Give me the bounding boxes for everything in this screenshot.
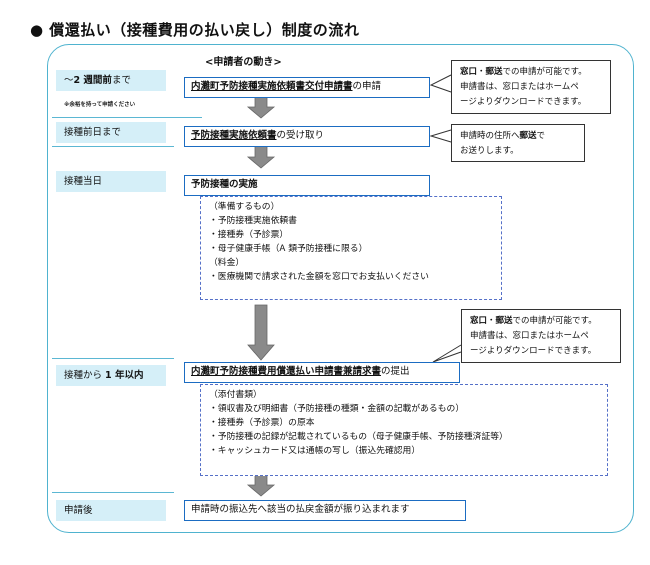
- stage-text: 〜: [64, 75, 74, 86]
- stage-note: ※余裕を持って申請ください: [64, 102, 136, 108]
- attachment-line: ・キャッシュカード又は通帳の写し（振込先確認用）: [209, 446, 421, 456]
- note-bold: 窓口: [460, 67, 478, 77]
- note-submission-methods: 窓口・郵送での申請が可能です。 申請書は、窓口またはホームペ ージよりダウンロー…: [461, 309, 621, 363]
- step-text: の申請: [352, 81, 382, 92]
- step-payment-transferred: 申請時の振込先へ該当の払戻金額が振り込まれます: [184, 500, 466, 521]
- step-text: の受け取り: [276, 130, 325, 141]
- note-bold: 窓口: [470, 316, 488, 326]
- attachments-box: （添付書類） ・領収書及び明細書（予防接種の種類・金額の記載があるもの） ・接種…: [200, 384, 608, 476]
- stage-separator: [52, 117, 202, 118]
- stage-label-after: 申請後: [56, 500, 166, 521]
- attachment-line: ・領収書及び明細書（予防接種の種類・金額の記載があるもの）: [209, 404, 465, 414]
- page-title: ● 償還払い（接種費用の払い戻し）制度の流れ: [30, 21, 360, 39]
- note-bold: 郵送: [495, 316, 513, 326]
- note-line: 申請時の住所へ郵送で: [460, 129, 576, 144]
- note-line: ージよりダウンロードできます。: [460, 97, 587, 107]
- note-mail-delivery: 申請時の住所へ郵送で お送りします。: [451, 124, 585, 162]
- step-title: 内灘町予防接種費用償還払い申請書兼請求書: [191, 366, 382, 377]
- note-text: ・: [487, 316, 496, 326]
- note-text: ・: [477, 67, 486, 77]
- attachment-line: （添付書類）: [209, 390, 262, 400]
- step-title: 内灘町予防接種実施依頼書交付申請書: [191, 81, 353, 92]
- step-receive-request-letter: 予防接種実施依頼書の受け取り: [184, 126, 430, 147]
- attachment-line: ・接種券（予診票）の原本: [209, 418, 315, 428]
- step-title: 予防接種の実施: [191, 179, 258, 190]
- prep-line: （料金）: [209, 258, 245, 268]
- step-text: 申請時の振込先へ該当の払戻金額が振り込まれます: [191, 504, 410, 515]
- step-title: 予防接種実施依頼書: [191, 130, 277, 141]
- note-line: 申請書は、窓口またはホームペ: [470, 331, 589, 341]
- note-bold: 郵送: [485, 67, 503, 77]
- stage-label-day-before: 接種前日まで: [56, 122, 166, 143]
- stage-text: 接種前日まで: [64, 127, 122, 138]
- stage-label-within-year: 接種から 1 年以内: [56, 365, 166, 386]
- down-arrow: [247, 304, 275, 361]
- step-request-application: 内灘町予防接種実施依頼書交付申請書の申請: [184, 77, 430, 98]
- stage-text: 申請後: [64, 505, 93, 516]
- stage-text: 接種から: [64, 370, 106, 381]
- stage-label-day-of: 接種当日: [56, 171, 166, 192]
- step-submit-reimbursement: 内灘町予防接種費用償還払い申請書兼請求書の提出: [184, 362, 460, 383]
- down-arrow: [246, 474, 276, 497]
- stage-text-bold: 1 年以内: [105, 370, 144, 381]
- note-text: で: [536, 131, 546, 141]
- stage-separator: [52, 492, 174, 493]
- stage-separator: [52, 146, 174, 147]
- callout-pointer: [429, 74, 452, 93]
- callout-pointer: [429, 129, 452, 143]
- prep-line: ・母子健康手帳（A 類予防接種に限る）: [209, 244, 368, 254]
- note-application-methods: 窓口・郵送での申請が可能です。 申請書は、窓口またはホームペ ージよりダウンロー…: [451, 60, 611, 114]
- note-line: 窓口・郵送での申請が可能です。: [460, 65, 602, 80]
- step-text: の提出: [381, 366, 410, 377]
- applicant-heading: <申請者の動き>: [205, 57, 282, 68]
- callout-pointer: [432, 344, 462, 363]
- stage-label-2weeks: 〜2 週間前まで: [56, 70, 166, 91]
- down-arrow: [246, 96, 276, 119]
- note-line: お送りします。: [460, 146, 519, 156]
- prep-items-box: （準備するもの） ・予防接種実施依頼書 ・接種券（予診票） ・母子健康手帳（A …: [200, 196, 502, 300]
- step-vaccination: 予防接種の実施: [184, 175, 430, 196]
- prep-line: ・接種券（予診票）: [209, 230, 289, 240]
- stage-text: 接種当日: [64, 176, 103, 187]
- prep-line: ・予防接種実施依頼書: [209, 216, 297, 226]
- note-text: での申請が可能です。: [502, 67, 587, 77]
- note-line: 窓口・郵送での申請が可能です。: [470, 314, 612, 329]
- stage-separator: [52, 358, 174, 359]
- note-bold: 郵送: [519, 131, 537, 141]
- stage-text-bold: 2 週間前: [73, 75, 112, 86]
- down-arrow: [246, 145, 276, 169]
- attachment-line: ・予防接種の記録が記載されているもの（母子健康手帳、予防接種済証等）: [209, 432, 508, 442]
- note-text: 申請時の住所へ: [460, 131, 520, 141]
- note-line: ージよりダウンロードできます。: [470, 346, 597, 356]
- prep-line: ・医療機関で請求された金額を窓口でお支払いください: [209, 272, 429, 282]
- prep-line: （準備するもの）: [209, 202, 280, 212]
- note-text: での申請が可能です。: [512, 316, 597, 326]
- note-line: 申請書は、窓口またはホームペ: [460, 82, 579, 92]
- stage-text: まで: [111, 75, 131, 86]
